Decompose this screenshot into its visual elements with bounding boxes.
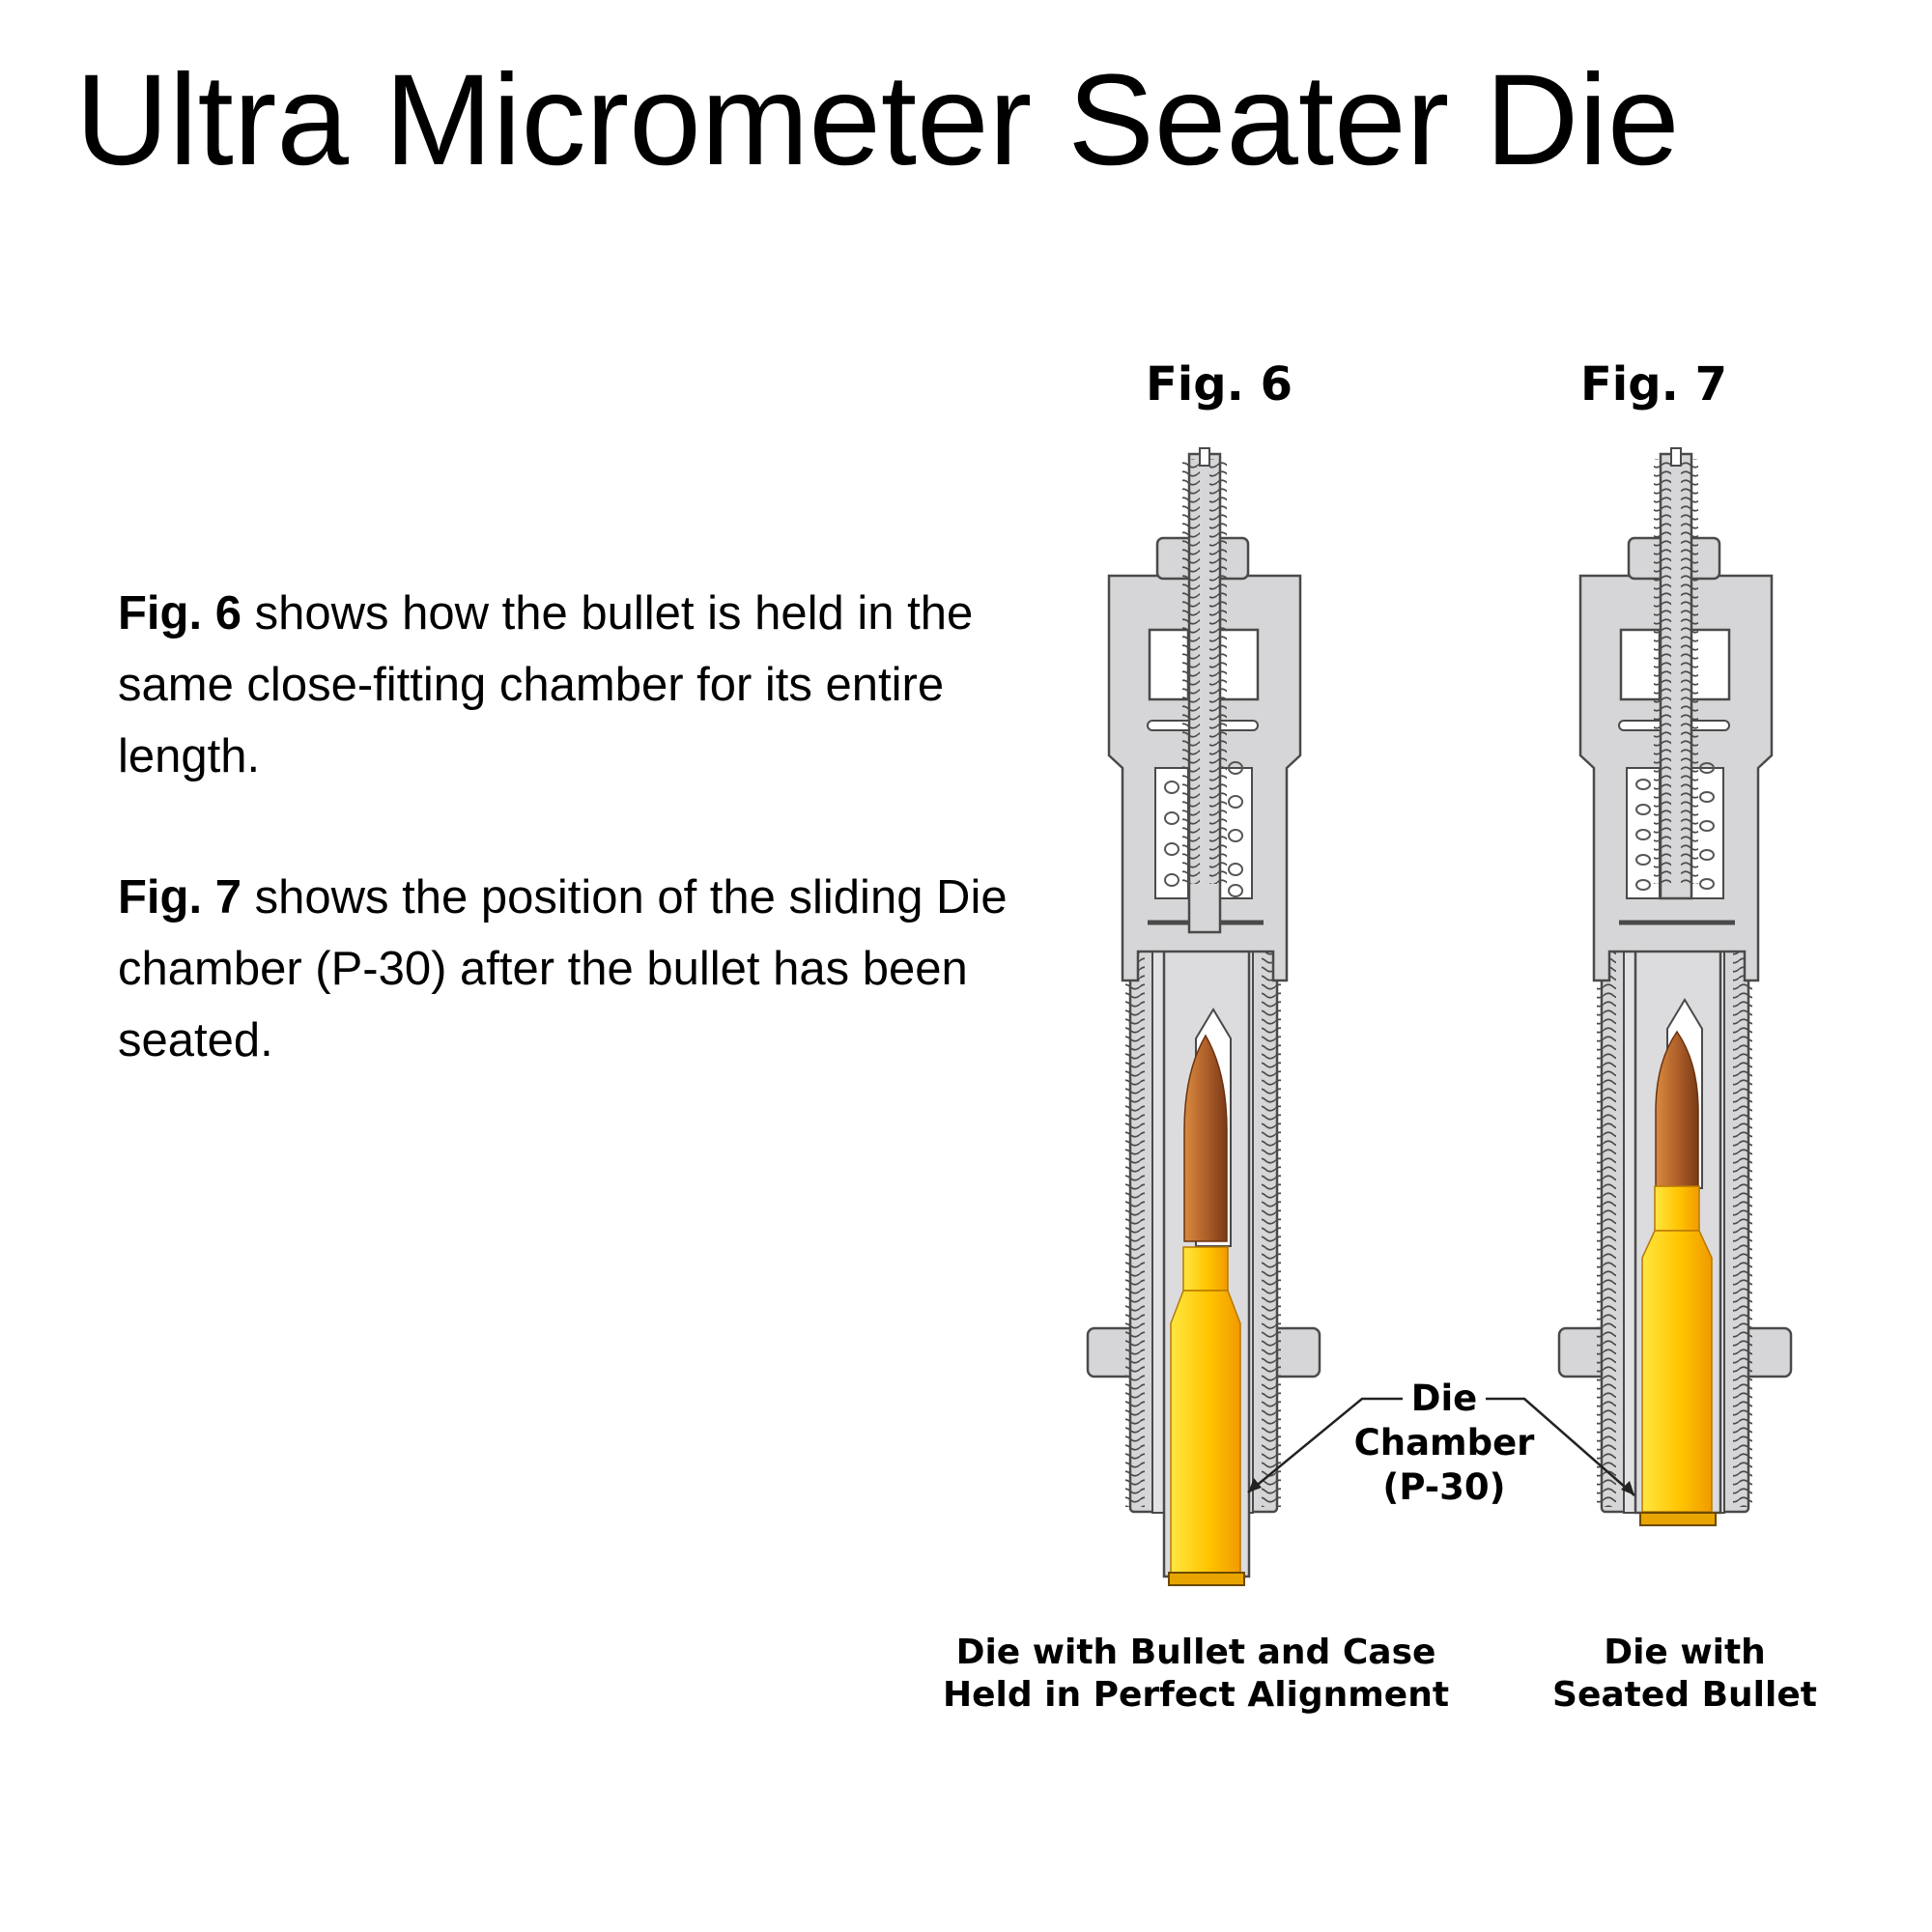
fig7-stem-thread-left bbox=[1654, 459, 1671, 884]
fig7-case-body bbox=[1641, 1230, 1713, 1513]
fig7-stem-slot bbox=[1670, 447, 1682, 467]
fig6-case-rim bbox=[1168, 1572, 1245, 1586]
page-title: Ultra Micrometer Seater Die bbox=[75, 48, 1680, 192]
fig6-stem-slot bbox=[1199, 447, 1210, 467]
callout-leader-right bbox=[1486, 1397, 1635, 1496]
fig6-body-thread-left bbox=[1125, 947, 1145, 1507]
die-chamber-callout: Die Chamber (P-30) bbox=[1247, 1378, 1635, 1508]
fig6-case-neck bbox=[1182, 1246, 1229, 1292]
fig7-caption-line2: Seated Bullet bbox=[1552, 1675, 1817, 1715]
fig7-spring-right bbox=[1699, 762, 1715, 890]
fig7-description-text: shows the position of the sliding Die ch… bbox=[118, 871, 1008, 1066]
fig7-case-rim bbox=[1639, 1512, 1717, 1526]
fig6-bullet bbox=[1183, 1034, 1228, 1242]
callout-line1: Die bbox=[1411, 1378, 1478, 1419]
fig7-stem-thread-right bbox=[1681, 459, 1698, 884]
fig6-caption-line1: Die with Bullet and Case bbox=[956, 1633, 1436, 1672]
callout-arrowhead-left bbox=[1248, 1478, 1262, 1492]
fig6-description-text: shows how the bullet is held in the same… bbox=[118, 587, 974, 782]
callout-leader-left bbox=[1247, 1397, 1403, 1493]
fig6-description-label: Fig. 6 bbox=[118, 587, 242, 639]
callout-line2: Chamber bbox=[1354, 1422, 1536, 1463]
fig7-body-thread-left bbox=[1597, 947, 1616, 1507]
fig7-label: Fig. 7 bbox=[1580, 357, 1727, 412]
fig6-label: Fig. 6 bbox=[1146, 357, 1293, 412]
fig7-bullet bbox=[1655, 1030, 1699, 1189]
callout-arrowhead-right bbox=[1621, 1481, 1634, 1495]
fig7-case-neck bbox=[1654, 1185, 1700, 1232]
fig6-caption-line2: Held in Perfect Alignment bbox=[943, 1675, 1449, 1715]
callout-line3: (P-30) bbox=[1382, 1466, 1505, 1508]
fig6-case-body bbox=[1170, 1290, 1241, 1574]
fig6-spring-right bbox=[1228, 761, 1243, 897]
fig7-body-thread-right bbox=[1733, 947, 1752, 1507]
fig7-description-label: Fig. 7 bbox=[118, 871, 242, 923]
fig7-spring-left bbox=[1635, 779, 1651, 891]
fig6-description: Fig. 6 shows how the bullet is held in t… bbox=[118, 578, 1045, 792]
fig6-body-thread-right bbox=[1262, 947, 1281, 1507]
fig6-stem-thread-left bbox=[1182, 459, 1200, 884]
fig7-description: Fig. 7 shows the position of the sliding… bbox=[118, 862, 1045, 1076]
fig6-stem-thread-right bbox=[1209, 459, 1227, 884]
fig6-spring-left bbox=[1164, 781, 1179, 887]
fig6-die: Fig. 6 bbox=[1086, 357, 1321, 1586]
fig7-die: Fig. 7 bbox=[1557, 357, 1793, 1526]
fig7-caption-line1: Die with bbox=[1604, 1633, 1766, 1672]
